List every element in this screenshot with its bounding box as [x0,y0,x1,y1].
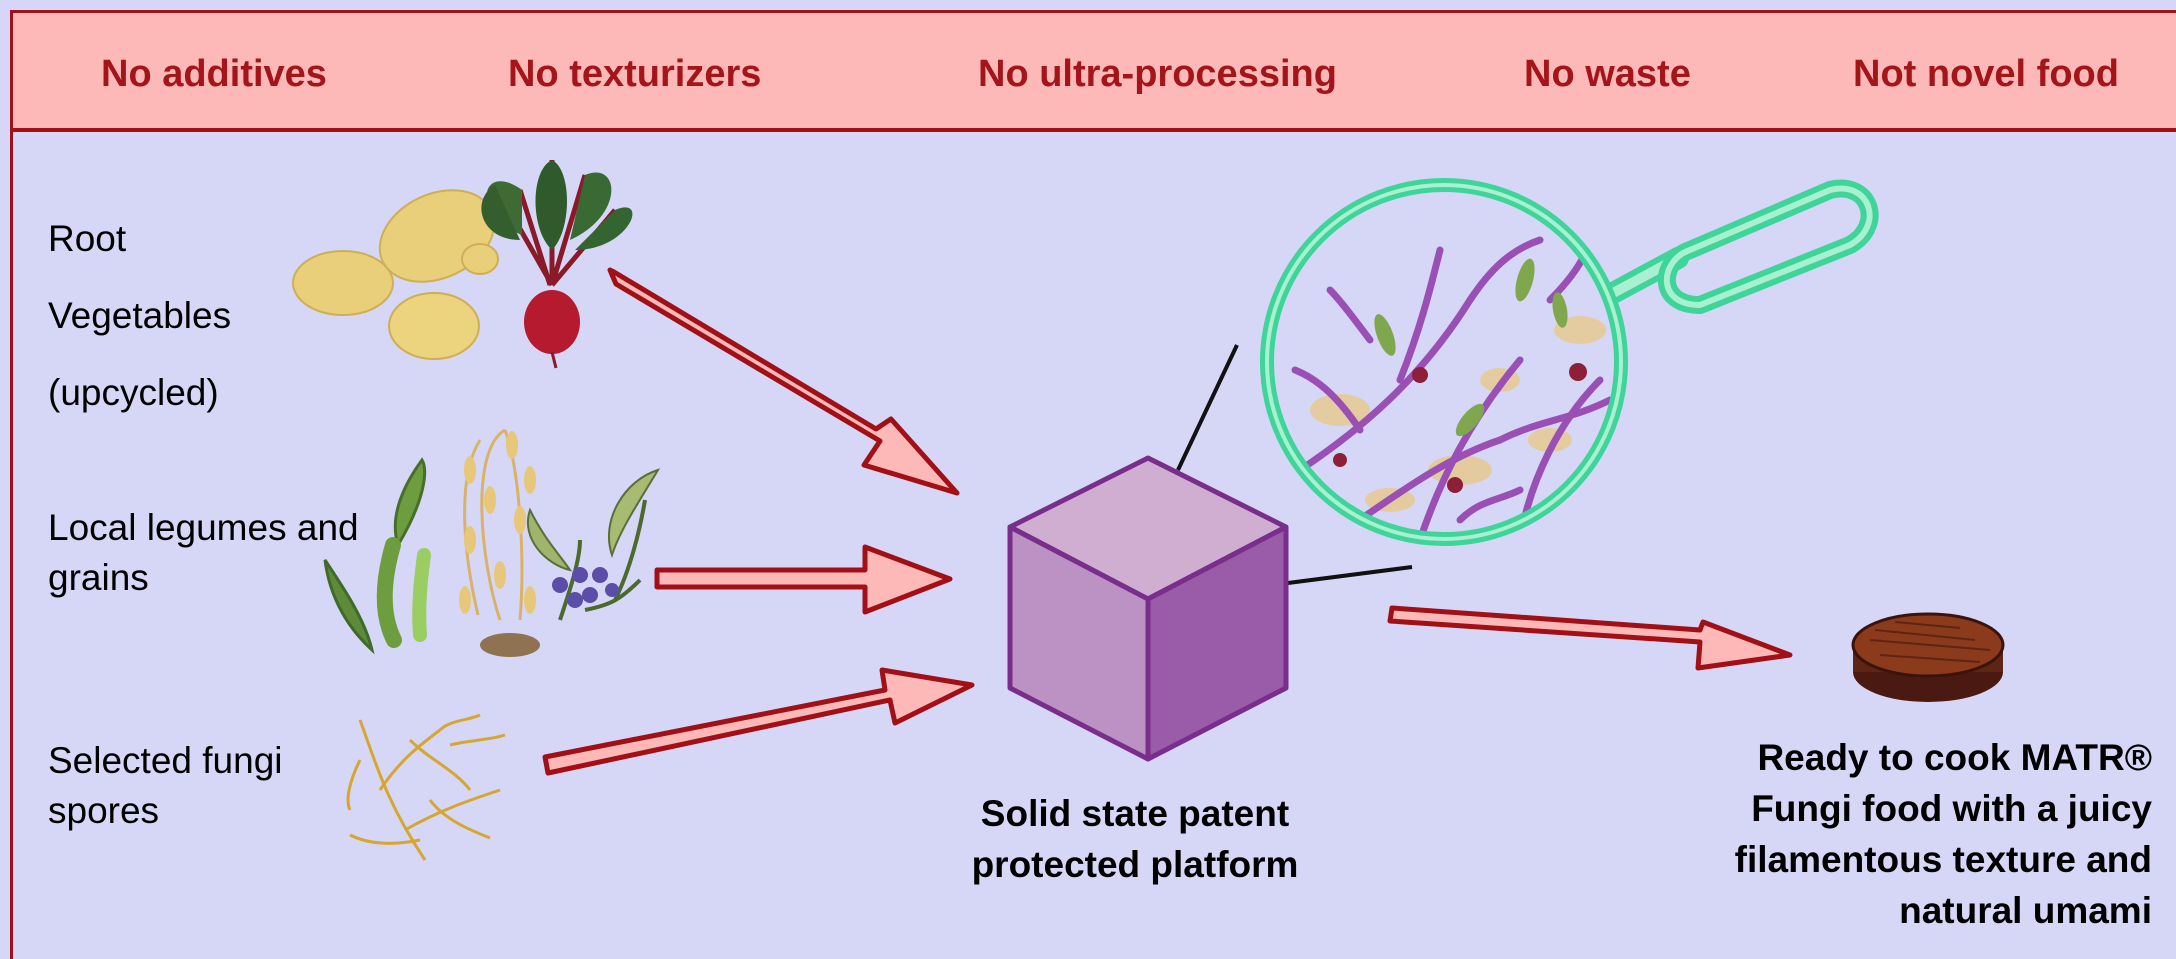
product-label-line3: filamentous texture and [1734,839,2152,880]
root-label-line1: Root [48,218,127,259]
banner-item-additives: No additives [101,53,327,95]
root-label-line3: (upcycled) [48,372,219,413]
legumes-label-line2: grains [48,557,149,598]
magnifier-icon [1260,178,1879,546]
patty-icon [1851,612,2005,702]
banner: No additives No texturizers No ultra-pro… [10,10,2176,132]
fungi-label-line1: Selected fungi [48,740,283,781]
banner-item-novel-food: Not novel food [1853,53,2119,95]
arrow-platform-to-product [1387,605,1793,671]
legumes-label-line1: Local legumes and [48,507,359,548]
pea-pods-icon [323,457,431,655]
banner-item-ultra-processing: No ultra-processing [978,53,1337,95]
root-label-line2: Vegetables [48,295,232,336]
potatoes-icon [292,189,499,360]
arrow-root-to-platform [607,267,960,496]
platform-label: Solid state patent protected platform [950,788,1320,890]
cube-icon [1007,455,1289,762]
platform-label-line1: Solid state patent [980,793,1290,834]
oat-plant-icon [459,428,540,657]
product-label-line2: Fungi food with a juicy [1751,788,2152,829]
product-label-line1: Ready to cook MATR® [1757,737,2152,778]
product-label-line4: natural umami [1899,890,2152,931]
banner-item-waste: No waste [1524,53,1691,95]
diagram-area [10,132,2176,959]
fungi-mycelium-icon [346,713,506,861]
lupin-flower-icon [527,468,661,621]
beetroot-icon [481,160,633,369]
arrow-fungi-to-platform [542,667,975,776]
product-label: Ready to cook MATR® Fungi food with a ju… [1552,732,2152,936]
fungi-label-line2: spores [48,790,160,831]
banner-item-texturizers: No texturizers [508,53,762,95]
arrow-legumes-to-platform [654,544,953,615]
platform-label-line2: protected platform [971,844,1299,885]
